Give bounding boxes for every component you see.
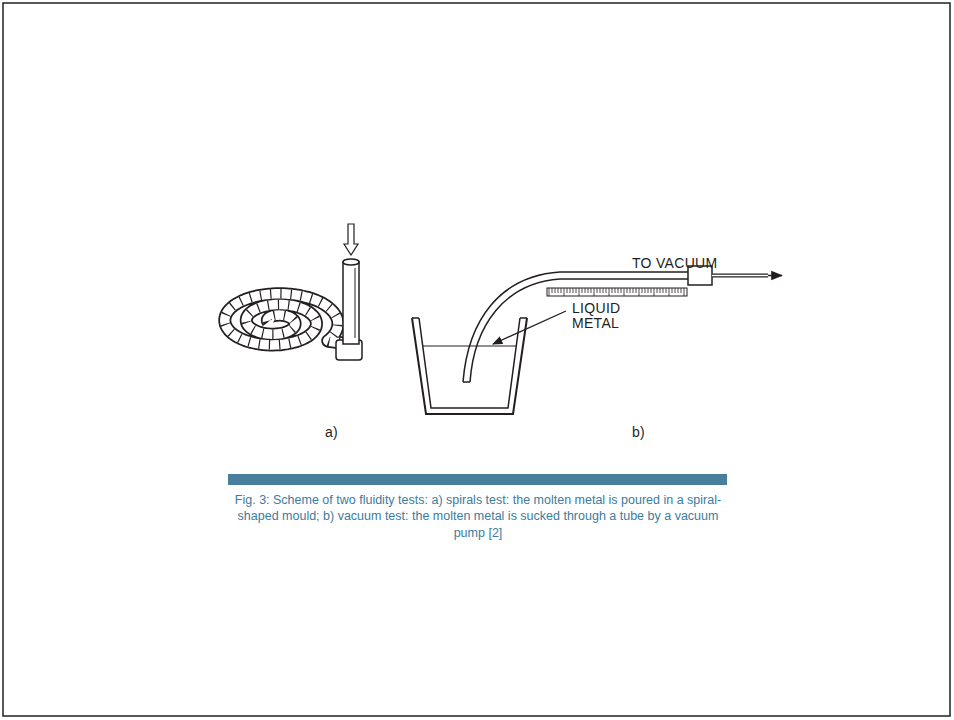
ruler-scale [547, 288, 687, 296]
page-border [3, 3, 950, 716]
ruler-tick [603, 288, 604, 293]
callout-label: TO VACUUM [632, 256, 717, 271]
ruler-tick [654, 288, 655, 296]
ruler-tick [564, 288, 565, 296]
pour-arrow [344, 224, 358, 255]
panel-letter: a) [325, 425, 338, 440]
panel-letter: b) [632, 425, 645, 440]
ruler-tick [672, 288, 673, 293]
ruler-tick [630, 288, 631, 293]
caption-bar [228, 474, 727, 485]
ruler-tick [612, 288, 613, 293]
ruler-tick [675, 288, 676, 293]
ruler-tick [642, 288, 643, 293]
ruler-tick [648, 288, 649, 293]
ruler-tick [552, 288, 553, 293]
ruler-tick [591, 288, 592, 293]
ruler-tick [681, 288, 682, 293]
figure-caption: Fig. 3: Scheme of two fluidity tests: a)… [226, 492, 730, 541]
spiral-mould [225, 294, 348, 352]
ruler-tick [561, 288, 562, 293]
ruler-tick [600, 288, 601, 293]
crucible [412, 318, 527, 414]
ruler-tick [588, 288, 589, 293]
ruler-tick [573, 288, 574, 293]
ruler-tick [651, 288, 652, 293]
ruler-tick [684, 288, 685, 296]
ruler-tick [669, 288, 670, 296]
ruler-tick [645, 288, 646, 293]
ruler-tick [615, 288, 616, 293]
spiral-outline [225, 294, 348, 352]
ruler-tick [579, 288, 580, 296]
ruler-tick [594, 288, 595, 296]
sprue [336, 259, 362, 360]
ruler-tick [606, 288, 607, 293]
ruler-tick [618, 288, 619, 293]
ruler-tick [663, 288, 664, 293]
ruler-tick [621, 288, 622, 293]
ruler-tick [570, 288, 571, 293]
ruler-tick [585, 288, 586, 293]
ruler-tick [660, 288, 661, 293]
spiral-channel [225, 294, 348, 352]
callout-label: LIQUID METAL [572, 301, 634, 332]
leader-line [493, 311, 566, 344]
ruler-tick [567, 288, 568, 293]
ruler-tick [639, 288, 640, 296]
ruler-tick [597, 288, 598, 293]
suction-tube [463, 272, 688, 382]
ruler-tick [576, 288, 577, 293]
ruler-tick [582, 288, 583, 293]
ruler-tick [555, 288, 556, 293]
ruler-tick [633, 288, 634, 293]
ruler-tick [678, 288, 679, 293]
ruler-tick [636, 288, 637, 293]
ruler-tick [624, 288, 625, 296]
ruler-tick [558, 288, 559, 293]
ruler-tick [657, 288, 658, 293]
ruler-tick [549, 288, 550, 296]
spiral-segments [225, 294, 348, 352]
ruler-tick [627, 288, 628, 293]
ruler-tick [666, 288, 667, 293]
ruler-tick [609, 288, 610, 296]
